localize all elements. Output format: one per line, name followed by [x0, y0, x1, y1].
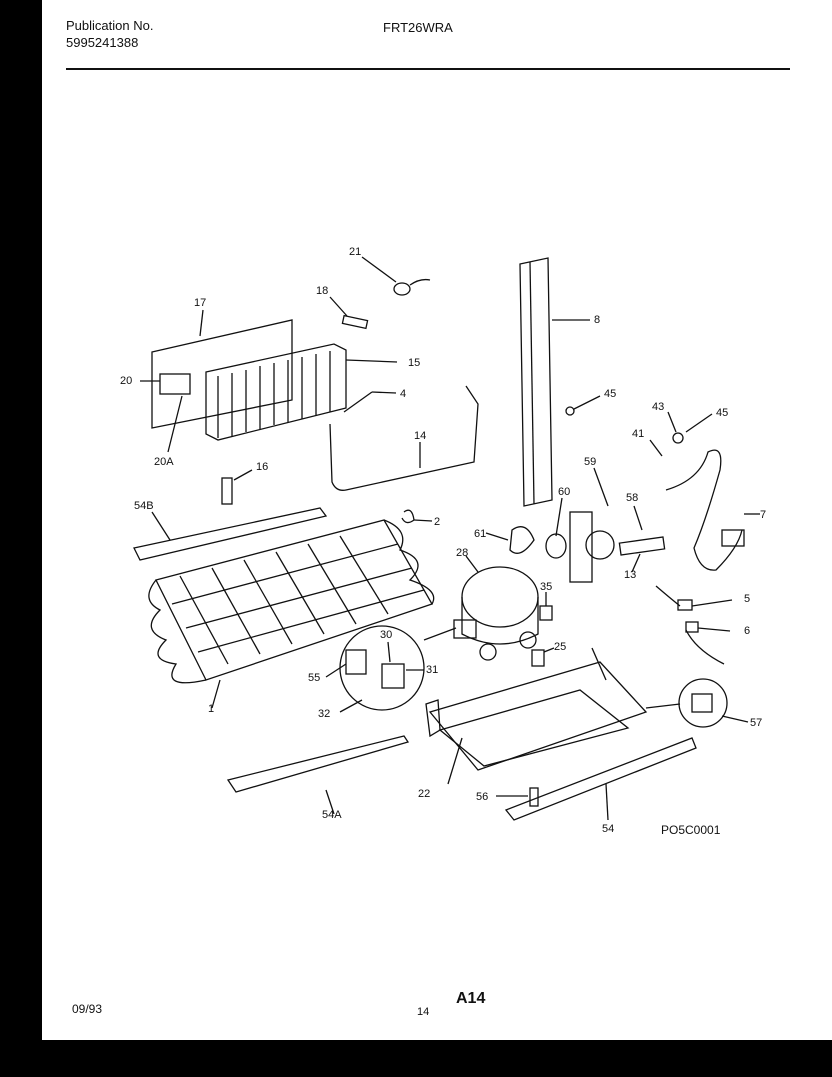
callout-32: 32 — [318, 708, 330, 720]
print-date: 09/93 — [72, 1002, 102, 1016]
callout-15: 15 — [408, 357, 420, 369]
callout-45-right: 45 — [716, 407, 728, 419]
callout-22: 22 — [418, 788, 430, 800]
callout-4: 4 — [400, 388, 406, 400]
part-54B-strap — [133, 507, 328, 561]
callout-7: 7 — [760, 509, 766, 521]
callout-41: 41 — [632, 428, 644, 440]
callout-25: 25 — [554, 641, 566, 653]
part-57-grommet — [645, 678, 749, 728]
callout-60: 60 — [558, 486, 570, 498]
publication-number: 5995241388 — [66, 35, 139, 50]
callout-30: 30 — [380, 629, 392, 641]
callout-59: 59 — [584, 456, 596, 468]
page-code: A14 — [456, 990, 485, 1007]
part-28-compressor — [453, 555, 539, 645]
relay-inset — [325, 625, 457, 713]
part-17-shield — [151, 309, 293, 429]
scan-edge-bottom — [0, 1040, 832, 1077]
part-20-bracket — [140, 373, 191, 453]
parts-35-25-grommets — [479, 592, 555, 667]
part-2-clip — [401, 509, 433, 524]
callout-1: 1 — [208, 703, 214, 715]
callout-61: 61 — [474, 528, 486, 540]
callout-21: 21 — [349, 246, 361, 258]
callout-56: 56 — [476, 791, 488, 803]
part-22-base-pan — [425, 647, 648, 785]
fan-assembly — [485, 467, 666, 583]
callout-54B: 54B — [134, 500, 154, 512]
callout-31: 31 — [426, 664, 438, 676]
callout-54A: 54A — [322, 809, 342, 821]
callout-20: 20 — [120, 375, 132, 387]
callout-35: 35 — [540, 581, 552, 593]
callout-43: 43 — [652, 401, 664, 413]
part-4-drier — [343, 391, 397, 413]
part-45-screw — [565, 395, 601, 416]
callout-14: 14 — [414, 430, 426, 442]
callout-58: 58 — [626, 492, 638, 504]
header-rule — [66, 68, 790, 70]
part-15-condenser — [205, 343, 398, 441]
callout-labels: 21 18 17 8 15 20 4 45 43 45 14 41 20A 16… — [120, 246, 766, 835]
part-8-channel — [519, 257, 590, 507]
callout-20A: 20A — [154, 456, 174, 468]
parts-5-6-cords — [655, 585, 733, 665]
parts-43-45-41 — [649, 411, 713, 457]
scan-edge-left — [0, 0, 42, 1077]
part-18-clip — [329, 296, 369, 330]
callout-18: 18 — [316, 285, 328, 297]
callout-2: 2 — [434, 516, 440, 528]
part-54-rail — [504, 737, 697, 821]
callout-54: 54 — [602, 823, 614, 835]
publication-label: Publication No. — [66, 18, 154, 33]
callout-55: 55 — [308, 672, 320, 684]
callout-28: 28 — [456, 547, 468, 559]
callout-6: 6 — [744, 625, 750, 637]
part-7-power-cord — [665, 449, 760, 571]
callout-8: 8 — [594, 314, 600, 326]
part-56-screw — [496, 787, 539, 807]
callout-16: 16 — [256, 461, 268, 473]
callout-13: 13 — [624, 569, 636, 581]
part-54A-rail — [226, 735, 410, 815]
callout-5: 5 — [744, 593, 750, 605]
part-21-harness — [361, 256, 431, 296]
model-number: FRT26WRA — [383, 20, 453, 35]
callout-17: 17 — [194, 297, 206, 309]
callout-57: 57 — [750, 717, 762, 729]
part-1-evaporator — [148, 519, 435, 709]
callout-45-upper: 45 — [604, 388, 616, 400]
part-16-clip — [221, 469, 253, 505]
part-14-tube — [329, 385, 479, 491]
drawing-code: PO5C0001 — [661, 823, 721, 837]
page-number-small: 14 — [417, 1006, 429, 1018]
